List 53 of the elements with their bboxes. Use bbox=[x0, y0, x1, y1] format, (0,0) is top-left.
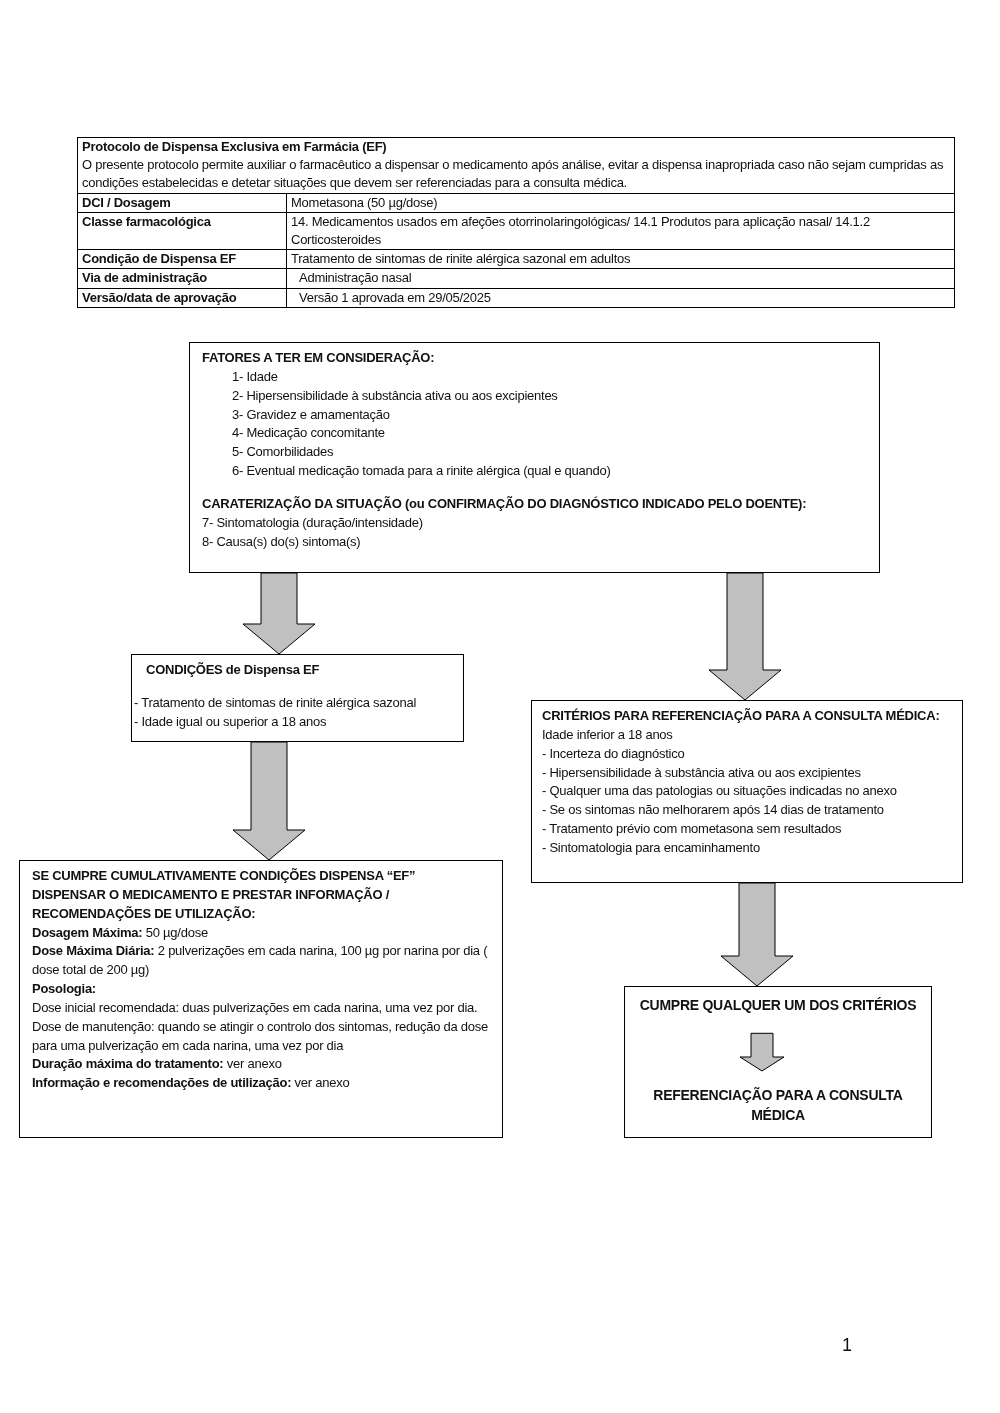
box-text: Duração máxima do tratamento: ver anexo bbox=[32, 1055, 283, 1074]
block-arrow bbox=[739, 1032, 785, 1072]
box-text: - Idade igual ou superior a 18 anos bbox=[134, 712, 328, 731]
field-value: Versão 1 aprovada em 29/05/2025 bbox=[286, 288, 955, 308]
box-text: - Se os sintomas não melhorarem após 14 dias de tratamento bbox=[542, 801, 885, 820]
field-value: Mometasona (50 µg/dose) bbox=[286, 193, 955, 213]
box-text: 6- Eventual medicação tomada para a rinite alérgica (qual e quando) bbox=[231, 462, 612, 481]
field-value: 14. Medicamentos usados em afeções otorrinolaringológicas/ 14.1 Produtos para aplicação nasal/ 14.1.2 Corticosteroides bbox=[286, 212, 955, 250]
box-heading: CRITÉRIOS PARA REFERENCIAÇÃO PARA A CONSULTA MÉDICA: bbox=[542, 707, 941, 725]
field-label: DCI / Dosagem bbox=[77, 193, 287, 213]
box-text: - Sintomatologia para encaminhamento bbox=[542, 838, 761, 857]
box-text: - Qualquer uma das patologias ou situações indicadas no anexo bbox=[542, 782, 898, 801]
block-arrow bbox=[232, 741, 306, 861]
box-text: Dose inicial recomendada: duas pulverizações em cada narina, uma vez por dia. bbox=[32, 998, 479, 1017]
page-number: 1 bbox=[842, 1334, 852, 1357]
box-heading: CONDIÇÕES de Dispensa EF bbox=[145, 661, 321, 679]
box-text: 5- Comorbilidades bbox=[231, 443, 335, 462]
box-text: 2- Hipersensibilidade à substância ativa ou aos excipientes bbox=[231, 386, 559, 405]
field-label: Condição de Dispensa EF bbox=[77, 249, 287, 269]
block-arrow bbox=[708, 572, 782, 701]
box-text: Idade inferior a 18 anos bbox=[542, 725, 674, 744]
field-label: Versão/data de aprovação bbox=[77, 288, 287, 308]
box-heading: CUMPRE QUALQUER UM DOS CRITÉRIOS bbox=[631, 995, 925, 1016]
process-box bbox=[19, 860, 503, 1138]
box-heading: FATORES A TER EM CONSIDERAÇÃO: bbox=[202, 349, 436, 367]
box-text: - Tratamento prévio com mometasona sem resultados bbox=[542, 820, 843, 839]
process-box bbox=[189, 342, 880, 573]
process-box bbox=[531, 700, 963, 883]
box-text: 3- Gravidez e amamentação bbox=[231, 405, 391, 424]
box-text: 8- Causa(s) do(s) sintoma(s) bbox=[202, 532, 362, 551]
table-title: Protocolo de Dispensa Exclusiva em Farmácia (EF) O presente protocolo permite auxiliar o farmacêutico a dispensar o medicamento após análise, evitar a dispensa inapropriada caso não sejam cumpridas as condições estabelecidas e detetar situações que devem ser referenciadas para a consulta médica. bbox=[77, 137, 955, 194]
box-heading: REFERENCIAÇÃO PARA A CONSULTA MÉDICA bbox=[631, 1085, 925, 1126]
block-arrow bbox=[242, 572, 316, 655]
field-value: Tratamento de sintomas de rinite alérgica sazonal em adultos bbox=[286, 249, 955, 269]
field-value: Administração nasal bbox=[286, 268, 955, 288]
field-label: Via de administração bbox=[77, 268, 287, 288]
box-heading: Posologia: bbox=[32, 980, 97, 999]
process-box bbox=[131, 654, 464, 742]
box-text: 4- Medicação concomitante bbox=[231, 424, 386, 443]
box-heading: SE CUMPRE CUMULATIVAMENTE CONDIÇÕES DISPENSA “EF” DISPENSAR O MEDICAMENTO E PRESTAR INFORMAÇÃO / RECOMENDAÇÕES DE UTILIZAÇÃO: bbox=[32, 867, 417, 923]
box-text: - Incerteza do diagnóstico bbox=[542, 744, 686, 763]
box-text: 7- Sintomatologia (duração/intensidade) bbox=[202, 513, 424, 532]
box-text: Dose Máxima Diária: 2 pulverizações em cada narina, 100 µg por narina por dia ( dose total de 200 µg) bbox=[32, 942, 489, 980]
result-box bbox=[624, 986, 932, 1138]
box-text: 1- Idade bbox=[231, 367, 279, 386]
table-description: O presente protocolo permite auxiliar o farmacêutico a dispensar o medicamento após análise, evitar a dispensa inapropriada caso não sejam cumpridas as condições estabelecidas e detetar situações que devem ser referenciadas para a consulta médica. bbox=[82, 157, 944, 191]
block-arrow bbox=[720, 882, 794, 987]
box-text: Informação e recomendações de utilização: ver anexo bbox=[32, 1074, 351, 1093]
box-text: Dosagem Máxima: 50 µg/dose bbox=[32, 923, 209, 942]
box-text: - Tratamento de sintomas de rinite alérgica sazonal bbox=[134, 693, 418, 712]
box-text: - Hipersensibilidade à substância ativa ou aos excipientes bbox=[542, 763, 862, 782]
field-label: Classe farmacológica bbox=[77, 212, 287, 250]
box-heading: CARATERIZAÇÃO DA SITUAÇÃO (ou CONFIRMAÇÃO DO DIAGNÓSTICO INDICADO PELO DOENTE): bbox=[202, 494, 808, 513]
